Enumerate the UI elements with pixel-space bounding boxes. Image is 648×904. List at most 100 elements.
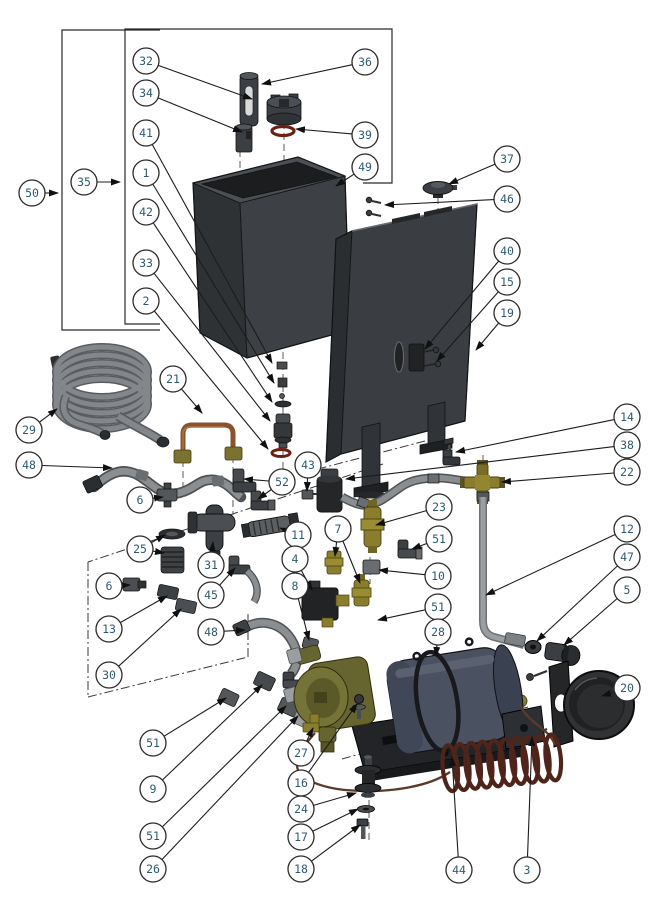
callout-29: 29 xyxy=(15,408,58,444)
leader-line-49 xyxy=(335,173,355,187)
callout-33: 33 xyxy=(132,249,271,422)
leader-line-34 xyxy=(157,97,243,133)
balloon-6 xyxy=(95,572,123,600)
callout-23: 23 xyxy=(375,493,453,526)
balloon-17 xyxy=(287,823,315,851)
leader-line-51 xyxy=(161,705,287,828)
leader-line-30 xyxy=(118,608,182,667)
callout-49: 49 xyxy=(335,153,379,187)
vent-canister xyxy=(301,468,343,513)
balloon-number-25: 25 xyxy=(133,542,147,556)
callout-layer: 5035323441142332363949374640151914382212… xyxy=(15,47,641,884)
balloon-35 xyxy=(70,168,98,196)
solenoid-valve xyxy=(301,580,350,628)
leader-line-9 xyxy=(162,684,263,781)
leader-line-3 xyxy=(526,736,536,858)
balloon-48 xyxy=(15,451,43,479)
balloon-number-52: 52 xyxy=(275,475,289,489)
balloon-51 xyxy=(139,822,167,850)
pump-assembly xyxy=(283,637,546,782)
balloon-number-1: 1 xyxy=(143,166,150,180)
balloon-39 xyxy=(351,121,379,149)
leader-line-21 xyxy=(180,388,203,414)
callout-46: 46 xyxy=(384,185,521,213)
balloon-number-12: 12 xyxy=(620,522,634,536)
callout-26: 26 xyxy=(139,715,299,883)
balloon-42 xyxy=(132,198,160,226)
leader-line-15 xyxy=(436,291,499,362)
callout-25: 25 xyxy=(126,534,166,563)
balloon-number-31: 31 xyxy=(204,558,218,572)
balloon-number-6: 6 xyxy=(106,579,113,593)
balloon-32 xyxy=(132,47,160,75)
callout-40: 40 xyxy=(424,237,521,350)
balloon-number-30: 30 xyxy=(102,668,116,682)
balloon-number-13: 13 xyxy=(102,622,116,636)
balloon-47 xyxy=(613,543,641,571)
balloon-3 xyxy=(513,856,541,884)
panel-top-screws xyxy=(365,196,382,217)
balloon-number-41: 41 xyxy=(139,126,153,140)
balloon-number-8: 8 xyxy=(292,579,299,593)
leader-line-45 xyxy=(219,567,236,586)
leader-line-47 xyxy=(536,565,618,642)
balloon-23 xyxy=(425,493,453,521)
balloon-31 xyxy=(197,551,225,579)
balloon-number-39: 39 xyxy=(358,128,372,142)
panel-bracket xyxy=(408,343,442,372)
balloon-7 xyxy=(324,515,352,543)
leader-line-36 xyxy=(261,64,353,86)
balloon-41 xyxy=(132,119,160,147)
callout-44: 44 xyxy=(445,756,473,884)
callout-43: 43 xyxy=(294,451,322,492)
mount-parts xyxy=(354,755,382,839)
balloon-number-4: 4 xyxy=(292,552,299,566)
slotted-pin xyxy=(239,72,259,127)
leader-line-7 xyxy=(332,541,340,557)
leader-line-32 xyxy=(158,64,253,100)
callout-48: 48 xyxy=(15,451,113,479)
callout-24: 24 xyxy=(287,792,357,823)
tank-cap-parts xyxy=(235,72,302,153)
coiled-hose xyxy=(50,343,170,448)
callout-14: 14 xyxy=(455,403,641,454)
callout-27: 27 xyxy=(287,727,315,767)
balloon-19 xyxy=(493,299,521,327)
callout-50: 50 xyxy=(18,179,59,207)
callout-4: 4 xyxy=(281,545,313,591)
leader-line-24 xyxy=(313,792,357,806)
cap-block xyxy=(235,123,253,153)
balloon-number-37: 37 xyxy=(500,152,514,166)
balloon-13 xyxy=(95,615,123,643)
callout-31: 31 xyxy=(197,541,225,579)
elbow-fittings-52 xyxy=(232,468,276,511)
tank-opening xyxy=(200,161,339,199)
balloon-number-48: 48 xyxy=(204,625,218,639)
balloon-number-51: 51 xyxy=(432,532,446,546)
balloon-number-3: 3 xyxy=(524,863,531,877)
balloon-number-42: 42 xyxy=(139,205,153,219)
leader-line-28 xyxy=(433,644,441,657)
bracket-inner-box xyxy=(124,28,393,325)
balloon-26 xyxy=(139,855,167,883)
screw-18 xyxy=(356,818,369,839)
leader-line-20 xyxy=(601,689,615,697)
side-panel xyxy=(325,196,478,499)
panel-face xyxy=(340,203,478,455)
callout-19: 19 xyxy=(475,299,521,351)
nut-10 xyxy=(362,559,381,575)
water-tank xyxy=(191,156,351,359)
callout-30: 30 xyxy=(95,608,182,689)
copper-tube xyxy=(173,422,243,464)
leader-line-40 xyxy=(424,260,500,350)
balloon-number-10: 10 xyxy=(431,569,445,583)
leader-line-44 xyxy=(449,756,459,858)
leader-line-14 xyxy=(455,419,615,454)
damping-coil xyxy=(440,732,564,794)
leader-line-26 xyxy=(161,715,299,860)
balloon-18 xyxy=(287,855,315,883)
callout-6: 6 xyxy=(126,486,164,514)
balloon-9 xyxy=(139,775,167,803)
balloon-number-16: 16 xyxy=(294,776,308,790)
inlet-hose xyxy=(82,466,247,503)
